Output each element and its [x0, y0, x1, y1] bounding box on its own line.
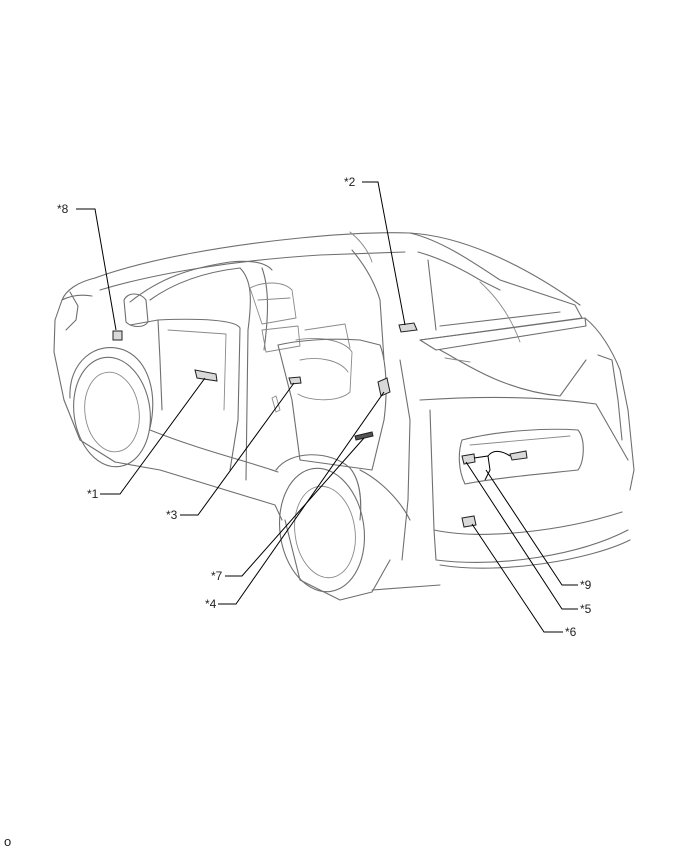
leader-8 [76, 208, 117, 331]
leader-5 [465, 461, 578, 610]
leader-9 [485, 469, 578, 586]
component-1 [194, 369, 218, 382]
callout-2: *2 [344, 175, 356, 189]
leader-4 [218, 391, 385, 605]
callout-4: *4 [205, 597, 217, 611]
component-9 [509, 450, 528, 461]
callout-1: *1 [87, 487, 99, 501]
leader-1 [100, 377, 206, 495]
leader-2 [362, 181, 406, 326]
callout-3: *3 [166, 508, 178, 522]
callout-7: *7 [211, 569, 223, 583]
leader-lines [76, 181, 578, 633]
component-5 [461, 453, 476, 465]
component-8 [112, 330, 123, 341]
vehicle-outline [53, 231, 635, 601]
leader-7 [225, 437, 365, 577]
component-6 [461, 515, 477, 528]
leader-3 [180, 382, 295, 516]
callout-5: *5 [580, 602, 592, 616]
callout-9: *9 [580, 578, 592, 592]
component-7 [354, 431, 374, 441]
leader-6 [471, 523, 563, 633]
component-3 [288, 376, 302, 385]
component-2 [398, 322, 418, 333]
callout-8: *8 [57, 202, 69, 216]
callout-labels: *8 *2 *1 *3 *7 *4 *9 *5 *6 [57, 175, 592, 639]
corner-mark: o [4, 834, 12, 849]
callout-6: *6 [565, 625, 577, 639]
components [112, 322, 528, 528]
component-4 [377, 377, 391, 397]
